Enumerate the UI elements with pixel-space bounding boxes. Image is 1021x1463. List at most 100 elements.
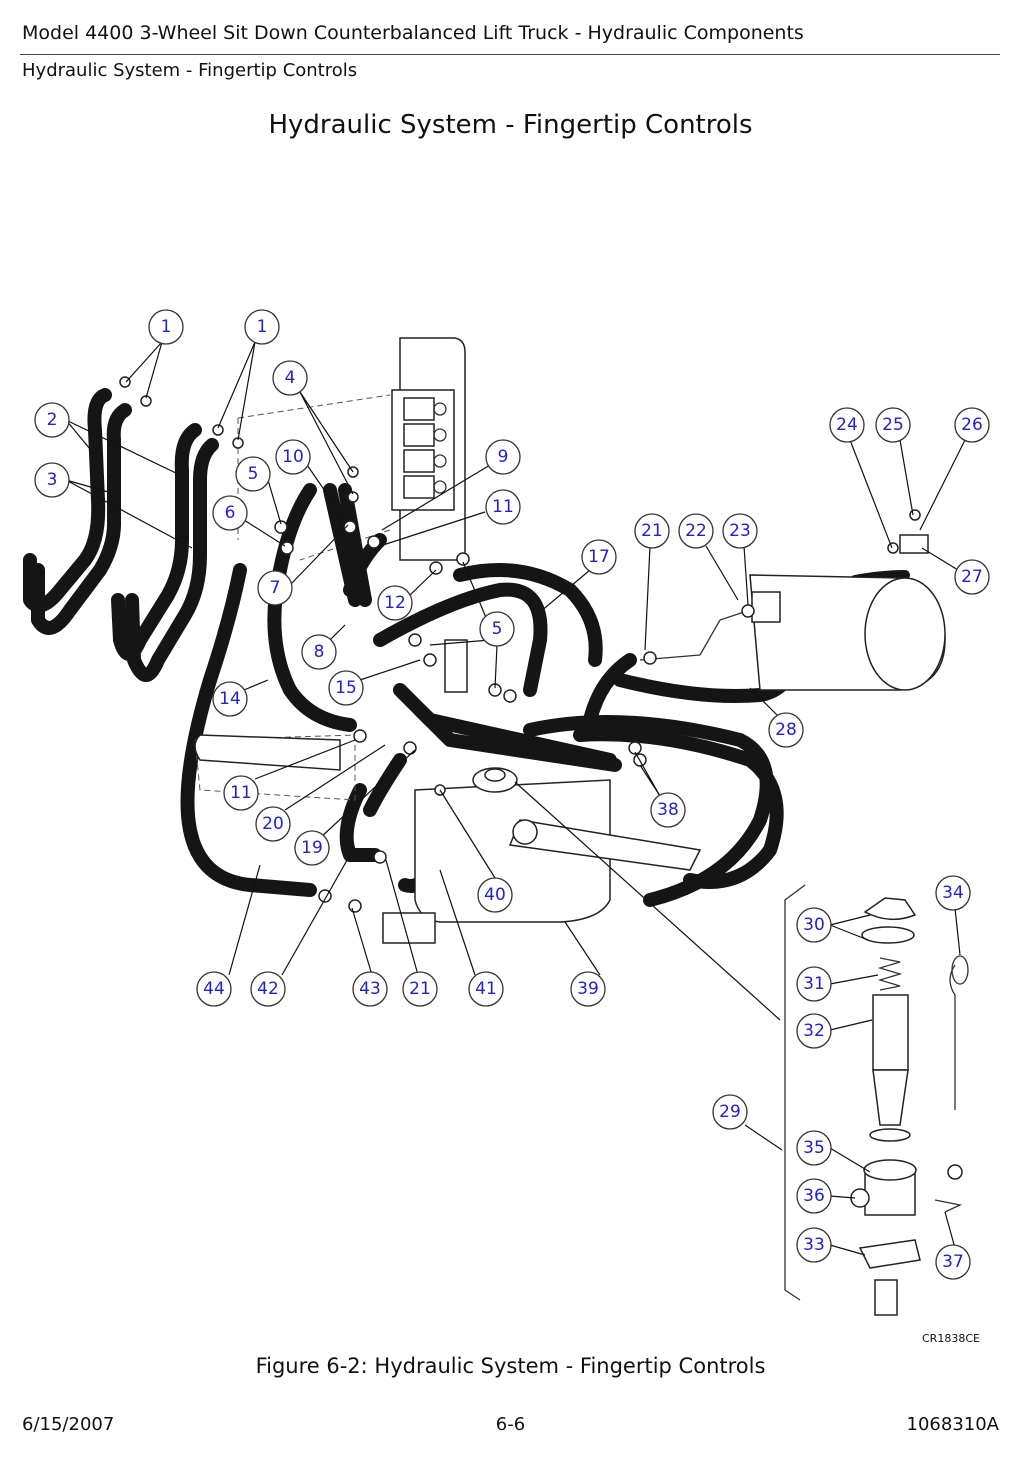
filter-assembly-exploded xyxy=(784,884,969,1316)
callout-label: 2 xyxy=(47,410,58,430)
callout-label: 23 xyxy=(729,521,751,541)
callout-27: 27 xyxy=(954,559,990,595)
callout-label: 38 xyxy=(657,800,679,820)
callout-35: 35 xyxy=(796,1130,832,1166)
callout-label: 40 xyxy=(484,885,506,905)
callout-11a: 11 xyxy=(485,489,521,525)
callout-9: 9 xyxy=(485,439,521,475)
callout-label: 11 xyxy=(230,783,252,803)
callout-label: 29 xyxy=(719,1102,741,1122)
callout-label: 37 xyxy=(942,1252,964,1272)
callout-14: 14 xyxy=(212,681,248,717)
callout-label: 5 xyxy=(492,619,503,639)
callout-34: 34 xyxy=(935,875,971,911)
callout-label: 12 xyxy=(384,593,406,613)
document-header-title: Model 4400 3-Wheel Sit Down Counterbalan… xyxy=(22,22,804,44)
callout-label: 7 xyxy=(270,578,281,598)
callout-label: 30 xyxy=(803,915,825,935)
callout-8: 8 xyxy=(301,634,337,670)
callout-1b: 1 xyxy=(244,309,280,345)
callout-label: 9 xyxy=(498,447,509,467)
callout-label: 26 xyxy=(961,415,983,435)
drawing-code: CR1838CE xyxy=(922,1332,980,1345)
callout-label: 15 xyxy=(335,678,357,698)
callout-42: 42 xyxy=(250,971,286,1007)
callout-39: 39 xyxy=(570,971,606,1007)
callout-5b: 5 xyxy=(479,611,515,647)
callout-19: 19 xyxy=(294,830,330,866)
callout-label: 3 xyxy=(47,470,58,490)
callout-44: 44 xyxy=(196,971,232,1007)
callout-label: 24 xyxy=(836,415,858,435)
callout-label: 20 xyxy=(262,814,284,834)
callout-label: 1 xyxy=(257,317,268,337)
callout-label: 41 xyxy=(475,979,497,999)
callout-label: 21 xyxy=(409,979,431,999)
callout-32: 32 xyxy=(796,1013,832,1049)
callout-2: 2 xyxy=(34,402,70,438)
callout-label: 1 xyxy=(161,317,172,337)
page-title: Hydraulic System - Fingertip Controls xyxy=(268,110,753,140)
callout-label: 14 xyxy=(219,689,241,709)
callout-11b: 11 xyxy=(223,775,259,811)
callout-label: 11 xyxy=(492,497,514,517)
callout-label: 43 xyxy=(359,979,381,999)
hydraulic-tank xyxy=(414,767,611,923)
callout-41: 41 xyxy=(468,971,504,1007)
leader-lines xyxy=(65,341,966,1256)
callout-label: 27 xyxy=(961,567,983,587)
callout-21a: 21 xyxy=(634,513,670,549)
callout-label: 6 xyxy=(225,503,236,523)
callout-10: 10 xyxy=(275,439,311,475)
callout-24: 24 xyxy=(829,407,865,443)
callout-15: 15 xyxy=(328,670,364,706)
callout-label: 35 xyxy=(803,1138,825,1158)
callout-43: 43 xyxy=(352,971,388,1007)
callout-label: 33 xyxy=(803,1235,825,1255)
filter-housing xyxy=(639,574,946,691)
callout-label: 25 xyxy=(882,415,904,435)
callout-label: 39 xyxy=(577,979,599,999)
callout-12: 12 xyxy=(377,585,413,621)
callout-30: 30 xyxy=(796,907,832,943)
callout-4: 4 xyxy=(272,360,308,396)
footer-page-number: 6-6 xyxy=(495,1414,526,1435)
callout-26: 26 xyxy=(954,407,990,443)
callout-21b: 21 xyxy=(402,971,438,1007)
callout-label: 42 xyxy=(257,979,279,999)
callout-label: 31 xyxy=(803,974,825,994)
callout-38: 38 xyxy=(650,792,686,828)
hose-assemblies-left xyxy=(23,388,219,682)
callout-3: 3 xyxy=(34,462,70,498)
callout-17: 17 xyxy=(581,539,617,575)
callout-1a: 1 xyxy=(148,309,184,345)
callout-label: 32 xyxy=(803,1021,825,1041)
callout-29: 29 xyxy=(712,1094,748,1130)
callout-40: 40 xyxy=(477,877,513,913)
footer-doc-number: 1068310A xyxy=(906,1414,999,1435)
callout-31: 31 xyxy=(796,966,832,1002)
callout-label: 36 xyxy=(803,1186,825,1206)
callout-20: 20 xyxy=(255,806,291,842)
callout-36: 36 xyxy=(796,1178,832,1214)
callout-label: 10 xyxy=(282,447,304,467)
header-divider xyxy=(20,54,1000,55)
callout-label: 5 xyxy=(248,464,259,484)
callout-label: 28 xyxy=(775,720,797,740)
valve-mount-plate xyxy=(391,337,466,561)
fittings xyxy=(119,376,929,944)
callout-7: 7 xyxy=(257,570,293,606)
callout-6: 6 xyxy=(212,495,248,531)
callout-label: 19 xyxy=(301,838,323,858)
callout-25: 25 xyxy=(875,407,911,443)
callout-label: 8 xyxy=(314,642,325,662)
callout-28: 28 xyxy=(768,712,804,748)
footer-date: 6/15/2007 xyxy=(22,1414,115,1435)
figure-caption: Figure 6-2: Hydraulic System - Fingertip… xyxy=(255,1354,766,1378)
section-header: Hydraulic System - Fingertip Controls xyxy=(22,60,358,81)
callout-37: 37 xyxy=(935,1244,971,1280)
callout-22: 22 xyxy=(678,513,714,549)
callout-label: 44 xyxy=(203,979,225,999)
callout-label: 22 xyxy=(685,521,707,541)
